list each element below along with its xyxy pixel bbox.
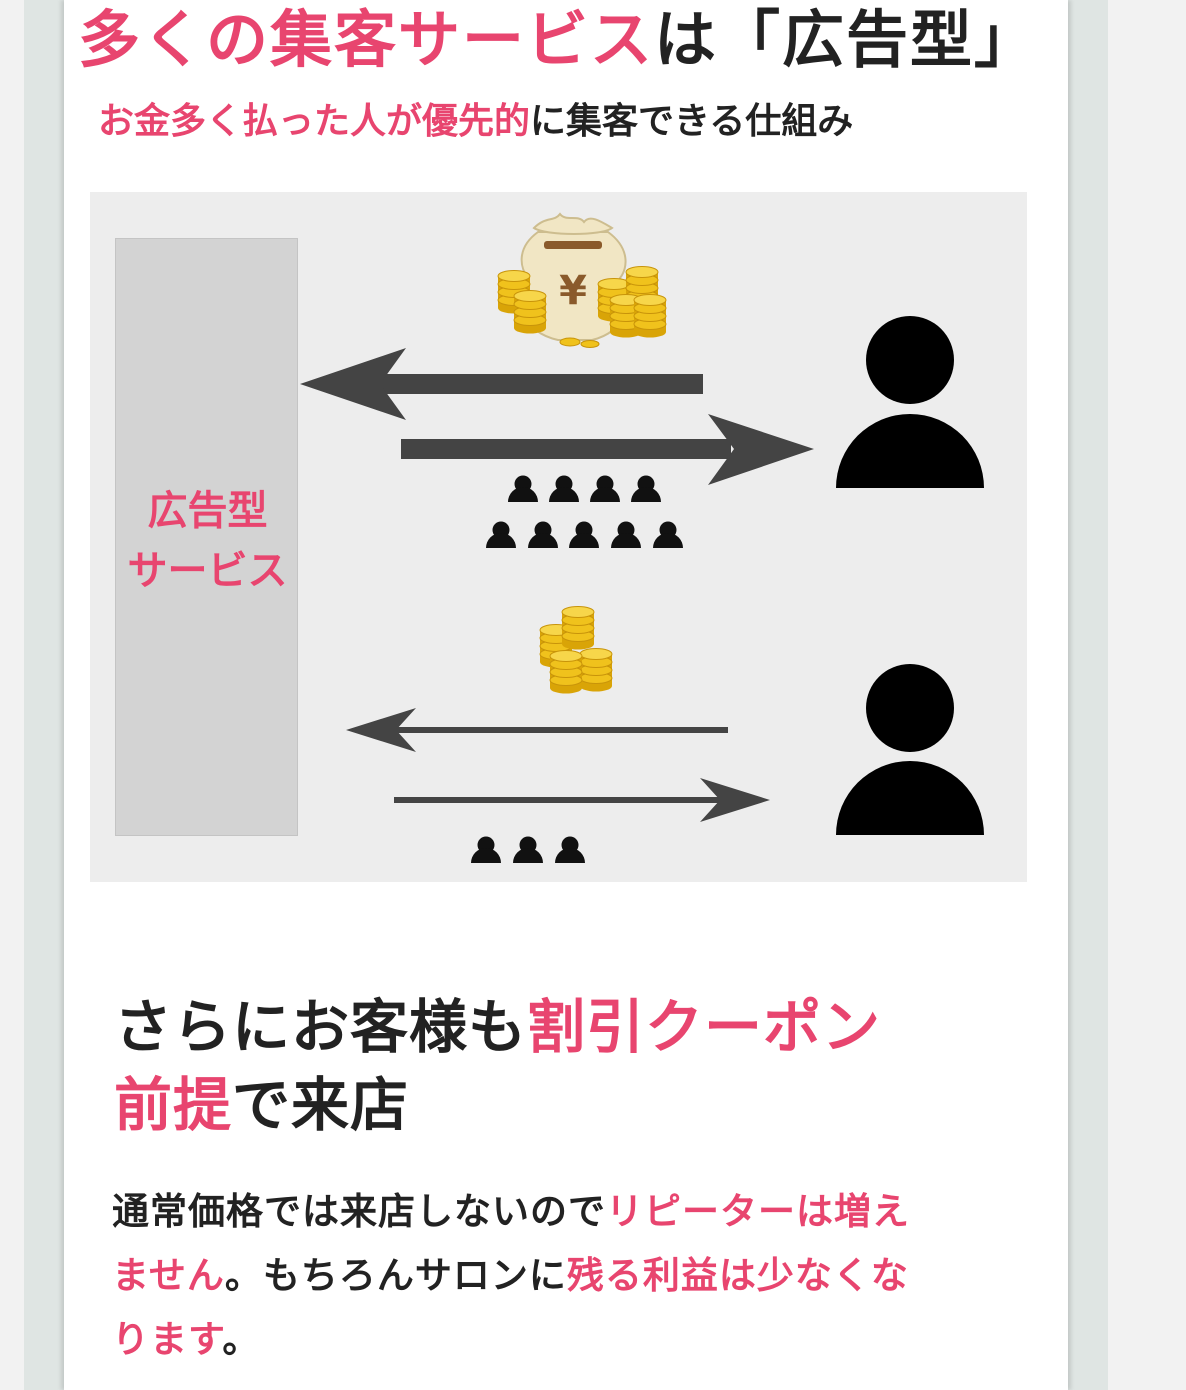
subheadline-accent: お金多く払った人が優先的 (98, 101, 531, 142)
lead-line-1: さらにお客様も割引クーポン (114, 988, 1014, 1066)
body-text-3: 。 (222, 1318, 261, 1361)
body-text-2: 。もちろんサロンに (224, 1254, 567, 1297)
customers-arrow-small (394, 778, 770, 822)
body-accent: リピーターは増え (606, 1190, 910, 1233)
payment-arrow-small (346, 708, 728, 752)
lead-line-2: 前提で来店 (114, 1066, 1014, 1144)
customers-crowd-small-icon (471, 836, 585, 863)
subheadline-rest: に集客できる仕組み (530, 101, 854, 142)
lead-heading: さらにお客様も割引クーポン 前提で来店 (114, 988, 1014, 1144)
customers-arrow-large (401, 414, 814, 485)
service-label-line2: サービス (127, 548, 288, 594)
ad-service-diagram: 広告型 サービス (90, 192, 1027, 882)
lead-text-2: で来店 (232, 1071, 410, 1139)
money-bag-yen-symbol: ¥ (559, 268, 587, 314)
body-line-1: 通常価格では来店しないのでリピーターは増え (112, 1180, 1032, 1244)
headline-accent: 多くの集客サービス (78, 3, 655, 76)
headline: 多くの集客サービスは「広告型」 (78, 2, 1054, 78)
body-accent-4: ります (112, 1318, 223, 1361)
right-gutter (1068, 0, 1108, 1390)
diagram-graphics: ¥ (300, 212, 984, 863)
person-icon-2 (836, 664, 984, 835)
headline-rest: は「広告型」 (654, 3, 1039, 76)
article-card: 多くの集客サービスは「広告型」 お金多く払った人が優先的に集客できる仕組み 広告… (64, 0, 1068, 1390)
body-line-3: ります。 (112, 1308, 1032, 1372)
body-accent-3: 残る利益は少なくな (566, 1254, 909, 1297)
ad-service-label: 広告型 サービス (116, 481, 299, 601)
body-line-2: ません。もちろんサロンに残る利益は少なくな (112, 1244, 1032, 1308)
left-gutter (24, 0, 64, 1390)
payment-arrow-large (300, 348, 703, 420)
person-icon (836, 316, 984, 488)
customers-crowd-large-icon (486, 475, 683, 548)
body-accent-2: ません (112, 1254, 225, 1297)
lead-accent: 割引クーポン (527, 993, 882, 1061)
service-label-line1: 広告型 (147, 488, 268, 534)
body-paragraph: 通常価格では来店しないのでリピーターは増え ません。もちろんサロンに残る利益は少… (112, 1180, 1032, 1372)
lead-accent-2: 前提 (114, 1071, 233, 1139)
small-coin-stack-icon (539, 606, 613, 694)
subheadline: お金多く払った人が優先的に集客できる仕組み (98, 96, 1048, 148)
lead-text: さらにお客様も (114, 993, 528, 1061)
ad-service-box: 広告型 サービス (115, 238, 298, 836)
coin-stack-icon (497, 266, 667, 348)
body-text: 通常価格では来店しないので (112, 1190, 606, 1233)
